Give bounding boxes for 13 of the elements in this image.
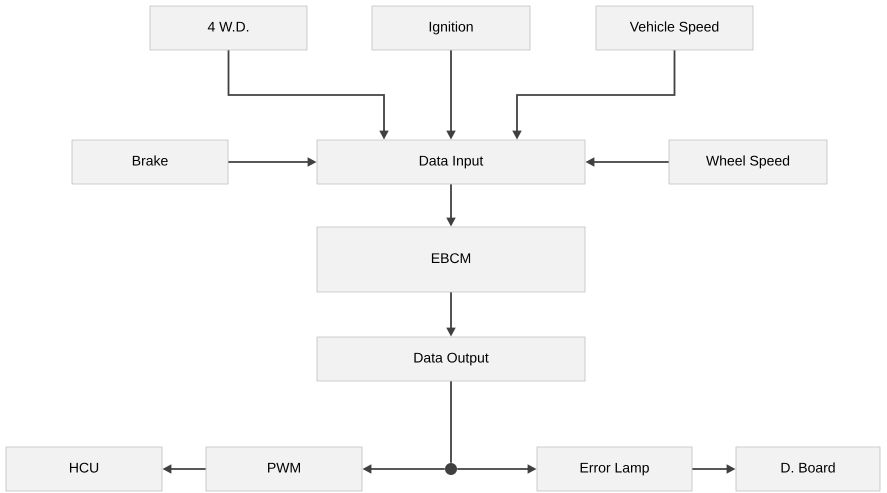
process-box: Data Output: [316, 336, 586, 382]
process-box: PWM: [206, 446, 362, 492]
junction-dot: [445, 462, 457, 475]
process-box: 4 W.D.: [150, 6, 308, 50]
process-box: Vehicle Speed: [596, 6, 754, 50]
process-box: EBCM: [316, 226, 586, 292]
process-box: Data Input: [316, 140, 586, 184]
process-box: HCU: [6, 446, 162, 492]
process-box: Brake: [72, 140, 228, 184]
process-box: Error Lamp: [536, 446, 692, 492]
process-box: Wheel Speed: [668, 140, 828, 184]
process-box: Ignition: [372, 6, 530, 50]
process-box: D. Board: [736, 446, 880, 492]
